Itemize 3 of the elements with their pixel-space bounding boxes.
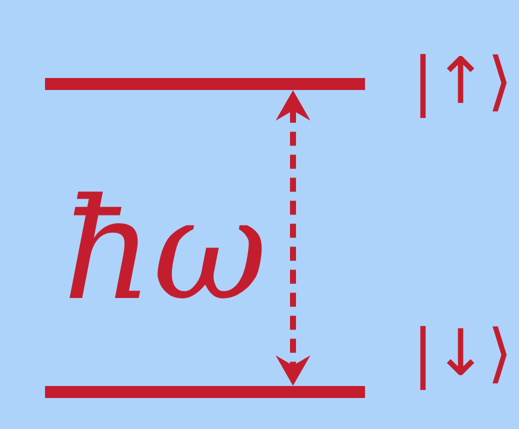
energy-label: ħω xyxy=(70,192,262,298)
ket-label: |↑⟩ xyxy=(420,54,507,118)
ket-label: |↓⟩ xyxy=(420,326,507,390)
